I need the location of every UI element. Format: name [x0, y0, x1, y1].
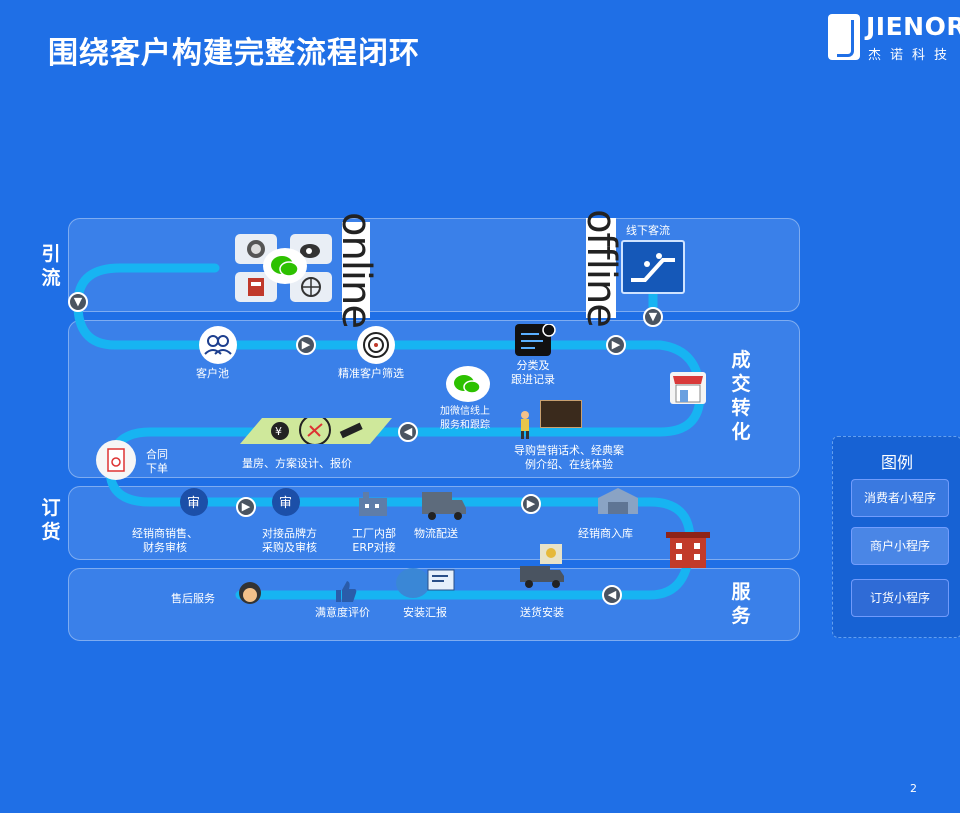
company-logo: JIENOR 杰诺科技: [828, 12, 960, 66]
customer-pool-label: 客户池: [196, 367, 229, 380]
dealer-stock-label: 经销商入库: [578, 527, 633, 540]
classify-label: 分类及 跟进记录: [511, 359, 555, 386]
svg-text:审: 审: [279, 496, 292, 511]
online-label: online: [333, 211, 379, 329]
install-report-label: 安装汇报: [403, 606, 447, 619]
logo-mark-icon: [828, 14, 860, 60]
audit-icon: 审: [180, 488, 208, 516]
chevron-down-icon: ▼: [643, 307, 663, 327]
stage-label-conversion: 成交转化: [731, 349, 751, 443]
chevron-right-icon: ▶: [606, 335, 626, 355]
offline-label: offline: [578, 209, 624, 327]
factory-icon: [357, 490, 389, 516]
wechat-icon: [263, 248, 307, 284]
store-icon: [670, 372, 706, 404]
legend-title: 图例: [880, 453, 913, 472]
building-icon: [666, 530, 710, 568]
showroom-photo: [540, 400, 582, 428]
satisfaction-label: 满意度评价: [315, 606, 370, 619]
svg-text:¥: ¥: [275, 425, 282, 438]
logistics-label: 物流配送: [414, 527, 458, 540]
chevron-right-icon: ▶: [236, 497, 256, 517]
stage-label-service: 服务: [731, 581, 751, 627]
after-sales-label: 售后服务: [171, 592, 215, 605]
legend-item-merchant-miniprogram: 商户小程序: [851, 527, 949, 565]
logo-subtitle: 杰诺科技: [868, 48, 957, 63]
chevron-down-icon: ▼: [68, 292, 88, 312]
service-agent-icon: [236, 580, 264, 608]
page-number: 2: [910, 782, 917, 795]
sales-script-label: 导购营销话术、经典案 例介绍、在线体验: [514, 444, 624, 471]
install-report-icon: [396, 568, 455, 598]
chevron-right-icon: ▶: [521, 494, 541, 514]
delivery-install-label: 送货安装: [520, 606, 564, 619]
offline-traffic-label: 线下客流: [626, 224, 670, 237]
wechat-follow-label: 加微信线上 服务和跟踪: [440, 406, 490, 431]
customer-pool-icon: [199, 326, 237, 364]
delivery-truck-icon: [520, 544, 568, 588]
dealer-review-label: 经销商销售、 财务审核: [132, 527, 198, 554]
legend-item-ordering-miniprogram: 订货小程序: [851, 579, 949, 617]
warehouse-icon: [596, 486, 640, 514]
chevron-left-icon: ◀: [602, 585, 622, 605]
svg-text:审: 审: [187, 496, 200, 511]
factory-erp-label: 工厂内部 ERP对接: [352, 527, 396, 554]
truck-icon: [420, 490, 468, 522]
page-title: 围绕客户构建完整流程闭环: [48, 36, 420, 71]
contract-icon: [96, 440, 136, 480]
design-tools-icon: ¥: [240, 414, 392, 446]
stage-label-ordering: 订货: [41, 497, 61, 543]
audit-icon: 审: [272, 488, 300, 516]
legend-item-consumer-miniprogram: 消费者小程序: [851, 479, 949, 517]
escalator-icon: [621, 240, 685, 294]
precise-filter-label: 精准客户筛选: [338, 367, 404, 380]
record-icon: [515, 323, 556, 356]
target-icon: [357, 326, 395, 364]
chevron-left-icon: ◀: [398, 422, 418, 442]
camera-app-icon: [235, 234, 277, 264]
legend: 图例 消费者小程序 商户小程序 订货小程序: [832, 436, 960, 638]
measure-label: 量房、方案设计、报价: [242, 457, 352, 470]
stage-label-traffic: 引流: [41, 243, 61, 289]
brand-purchase-label: 对接品牌方 采购及审核: [262, 527, 317, 554]
contract-label: 合同 下单: [146, 448, 168, 475]
salesperson-icon: [518, 410, 532, 440]
chevron-right-icon: ▶: [296, 335, 316, 355]
wechat-service-icon: [446, 366, 490, 402]
thumbs-up-icon: [332, 578, 358, 604]
logo-name: JIENOR: [866, 12, 960, 41]
